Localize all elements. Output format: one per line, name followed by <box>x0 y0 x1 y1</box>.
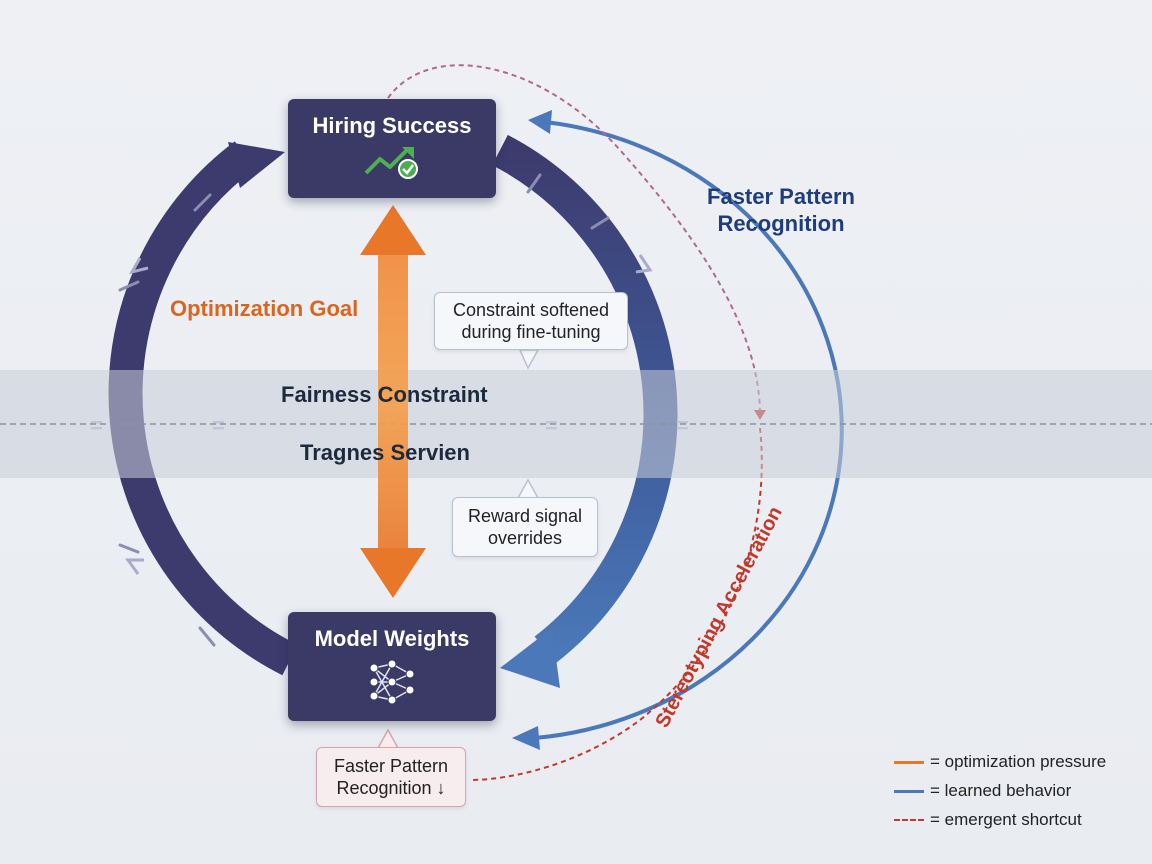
optimization-arrowhead-down <box>360 548 426 598</box>
callout-faster-pattern: Faster Pattern Recognition ↓ <box>316 747 466 807</box>
node-model-weights: Model Weights <box>288 612 496 721</box>
callout-pattern-line1: Faster Pattern <box>333 756 449 776</box>
loop-inner-chevrons <box>125 254 653 575</box>
callout-constraint-softened: Constraint softened during fine-tuning <box>434 292 628 350</box>
callout-reward-signal: Reward signal overrides <box>452 497 598 557</box>
legend-item-learned: = learned behavior <box>894 781 1071 801</box>
trending-up-check-icon <box>364 147 418 179</box>
callout-tail-pattern <box>376 728 400 749</box>
neural-network-icon <box>369 659 415 705</box>
callout-tail-constraint <box>518 349 540 370</box>
faster-pattern-label-line1: Faster Pattern <box>707 184 855 209</box>
optimization-pressure-arrow <box>360 205 426 598</box>
legend-label-optimization: = optimization pressure <box>930 752 1107 771</box>
legend-swatch-optimization <box>894 760 924 764</box>
loop-arrowhead-top-left <box>228 142 285 188</box>
faster-pattern-label-line2: Recognition <box>717 211 845 236</box>
legend-item-optimization: = optimization pressure <box>894 752 1106 772</box>
legend-swatch-learned <box>894 789 924 793</box>
optimization-goal-label: Optimization Goal <box>170 296 359 321</box>
node-hiring-success: Hiring Success <box>288 99 496 198</box>
learned-arrowhead-bottom <box>512 726 540 750</box>
legend-label-learned: = learned behavior <box>930 781 1072 800</box>
callout-reward-line1: Reward signal <box>467 506 583 526</box>
callout-tail-reward <box>516 478 540 499</box>
callout-constraint-line1: Constraint softened <box>452 300 610 320</box>
callout-constraint-line2: during fine-tuning <box>461 322 601 342</box>
node-model-weights-label: Model Weights <box>314 626 470 651</box>
fairness-constraint-label: Fairness Constraint <box>281 382 488 407</box>
optimization-arrowhead-up <box>360 205 426 255</box>
legend-item-emergent: = emergent shortcut <box>894 810 1082 830</box>
loop-arrowhead-bottom-right <box>500 628 560 688</box>
callout-pattern-line2: Recognition ↓ <box>336 778 446 798</box>
legend-label-emergent: = emergent shortcut <box>930 810 1082 829</box>
callout-reward-line2: overrides <box>487 528 563 548</box>
legend-swatch-emergent <box>894 819 924 821</box>
tragnes-servien-label: Tragnes Servien <box>300 440 470 465</box>
node-hiring-success-label: Hiring Success <box>312 113 472 138</box>
faster-pattern-recognition-label: Faster Pattern Recognition <box>706 183 856 237</box>
learned-arrowhead-top <box>528 110 552 134</box>
loop-tick-marks <box>118 173 610 647</box>
